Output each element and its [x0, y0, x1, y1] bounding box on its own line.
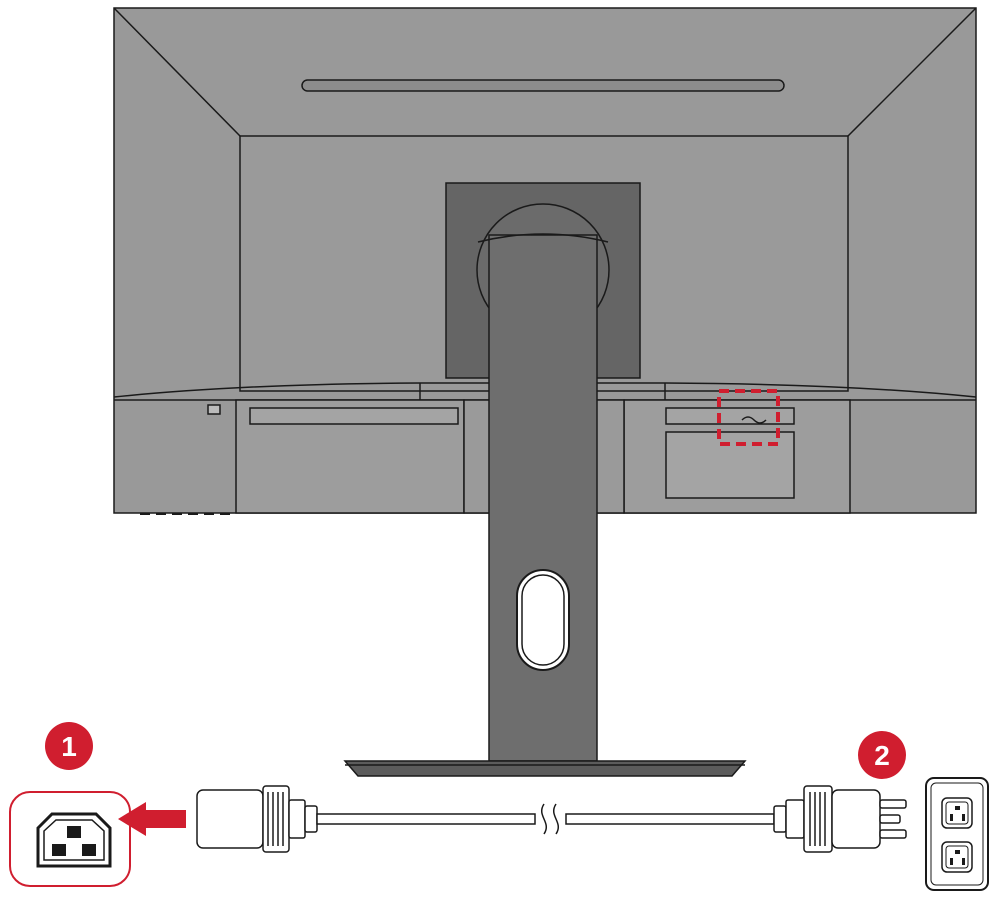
arrow-left-icon	[118, 802, 186, 836]
cable-plug-body	[831, 789, 881, 849]
wall-outlet-icon	[925, 777, 989, 891]
monitor-power-inlet	[741, 416, 767, 424]
cable-break-icon	[541, 803, 559, 835]
cable-connector-c13	[196, 789, 264, 849]
stand-base	[343, 760, 747, 777]
outlet-socket-bottom	[941, 841, 973, 873]
step-badge-2-label: 2	[874, 740, 890, 771]
step-badge-1: 1	[45, 722, 93, 770]
cable-management-hole	[516, 569, 570, 671]
step-badge-1-label: 1	[61, 731, 77, 762]
outlet-socket-top	[941, 797, 973, 829]
ac-symbol-icon	[741, 416, 767, 424]
cable-plug-grip	[803, 785, 833, 853]
step-badge-2: 2	[858, 731, 906, 779]
power-inlet-highlight	[717, 389, 780, 446]
stand-neck	[488, 234, 598, 762]
stand	[343, 233, 747, 777]
top-vent-slot	[301, 79, 785, 92]
power-cable	[196, 785, 907, 853]
monitor-back	[113, 7, 977, 515]
iec-c14-socket-icon	[9, 791, 131, 887]
lock-slot	[207, 404, 221, 415]
